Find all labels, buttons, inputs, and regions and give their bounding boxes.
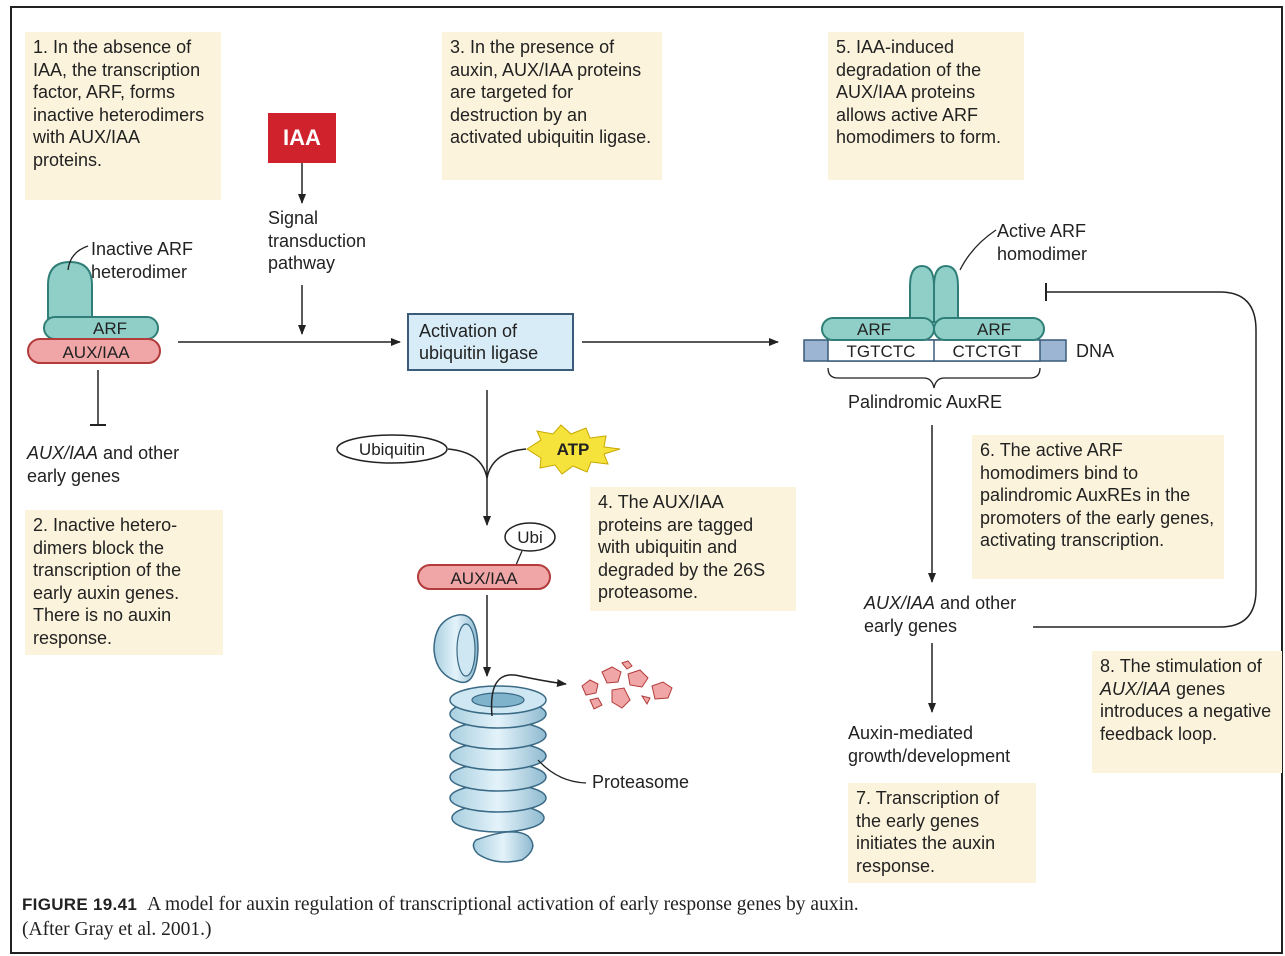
ubi-label: Ubi — [517, 528, 543, 547]
tagged-aux-iaa-label: AUX/IAA — [450, 569, 518, 588]
tagged-aux-iaa — [417, 564, 551, 590]
arf-right-label: ARF — [977, 320, 1011, 339]
growth-label: Auxin-mediated growth/development — [848, 723, 1011, 766]
feedback-loop — [1033, 291, 1257, 628]
signal-transduction-label: Signal transduction pathway — [268, 208, 367, 273]
dna-strand: TGTCTC CTCTGT — [803, 339, 1067, 362]
ubi-tag — [504, 522, 556, 552]
ubiquitin-oval — [336, 434, 448, 464]
atp-join — [486, 448, 527, 479]
dna-label: DNA — [1076, 341, 1115, 361]
aux-iaa-label: AUX/IAA — [62, 343, 130, 362]
arf-label: ARF — [93, 319, 127, 338]
peptide-fragments — [581, 660, 673, 710]
left-early-genes-label: AUX/IAA and other early genes — [27, 443, 180, 486]
right-early-genes-label: AUX/IAA and other early genes — [864, 593, 1017, 636]
ubiquitin-ligase-box: Activation of ubiquitin ligase — [407, 313, 574, 371]
arf-protein-arm — [47, 260, 93, 319]
arf-left-label: ARF — [857, 320, 891, 339]
ubiquitin-label: Ubiquitin — [359, 440, 425, 459]
palindromic-auxre-label: Palindromic AuxRE — [848, 392, 1003, 412]
ubiquitin-join — [447, 448, 488, 479]
proteasome-leader — [537, 759, 587, 784]
proteasome-cap-bottom — [472, 831, 534, 863]
proteasome-barrel — [449, 685, 547, 833]
note-2: 2. Inactive hetero-dimers block the tran… — [25, 510, 223, 655]
atp-label: ATP — [557, 440, 590, 459]
note-4: 4. The AUX/IAA proteins are tagged with … — [590, 487, 796, 611]
iaa-box: IAA — [268, 113, 336, 163]
caption-text: A model for auxin regulation of transcri… — [22, 894, 859, 940]
inactive-arf-heterodimer-label: Inactive ARF heterodimer — [91, 239, 194, 282]
note-1: 1. In the absence of IAA, the transcript… — [25, 32, 221, 200]
atp-burst — [526, 424, 621, 475]
degradation-arrow — [490, 674, 567, 717]
active-arf-homodimer: ARF ARF — [821, 229, 1045, 341]
seq-right: CTCTGT — [953, 342, 1022, 361]
active-arf-homodimer-label: Active ARF homodimer — [997, 221, 1088, 264]
inactive-arf-leader — [67, 245, 89, 271]
figure-number: FIGURE 19.41 — [22, 895, 138, 914]
note-6: 6. The active ARF homodimers bind to pal… — [972, 435, 1224, 579]
note-3: 3. In the presence of auxin, AUX/IAA pro… — [442, 32, 662, 180]
note-7: 7. Transcription of the early genes init… — [848, 783, 1036, 883]
active-arf-leader — [959, 229, 997, 271]
auxre-brace — [827, 367, 1041, 389]
inactive-arf-heterodimer: ARF AUX/IAA — [27, 245, 161, 364]
proteasome-label: Proteasome — [592, 772, 690, 792]
note-5: 5. IAA-induced degradation of the AUX/IA… — [828, 32, 1024, 180]
figure-frame — [10, 6, 1283, 954]
aux-iaa-protein — [27, 338, 161, 364]
note-8: 8. The stimulation of AUX/IAA genes intr… — [1092, 651, 1282, 773]
seq-left: TGTCTC — [847, 342, 916, 361]
